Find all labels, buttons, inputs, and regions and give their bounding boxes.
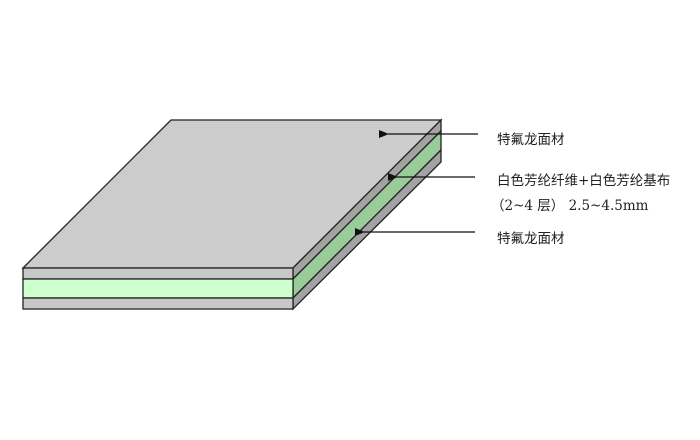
label-core-layer-line2: （2~4 层） 2.5~4.5mm	[491, 198, 649, 214]
label-top-layer: 特氟龙面材	[497, 132, 565, 148]
label-bottom-layer: 特氟龙面材	[497, 231, 565, 247]
front-top-layer	[22, 267, 294, 280]
front-bottom-layer	[22, 297, 294, 310]
label-core-layer-line1: 白色芳纶纤维+白色芳纶基布	[497, 173, 671, 189]
front-core-layer	[22, 278, 294, 299]
